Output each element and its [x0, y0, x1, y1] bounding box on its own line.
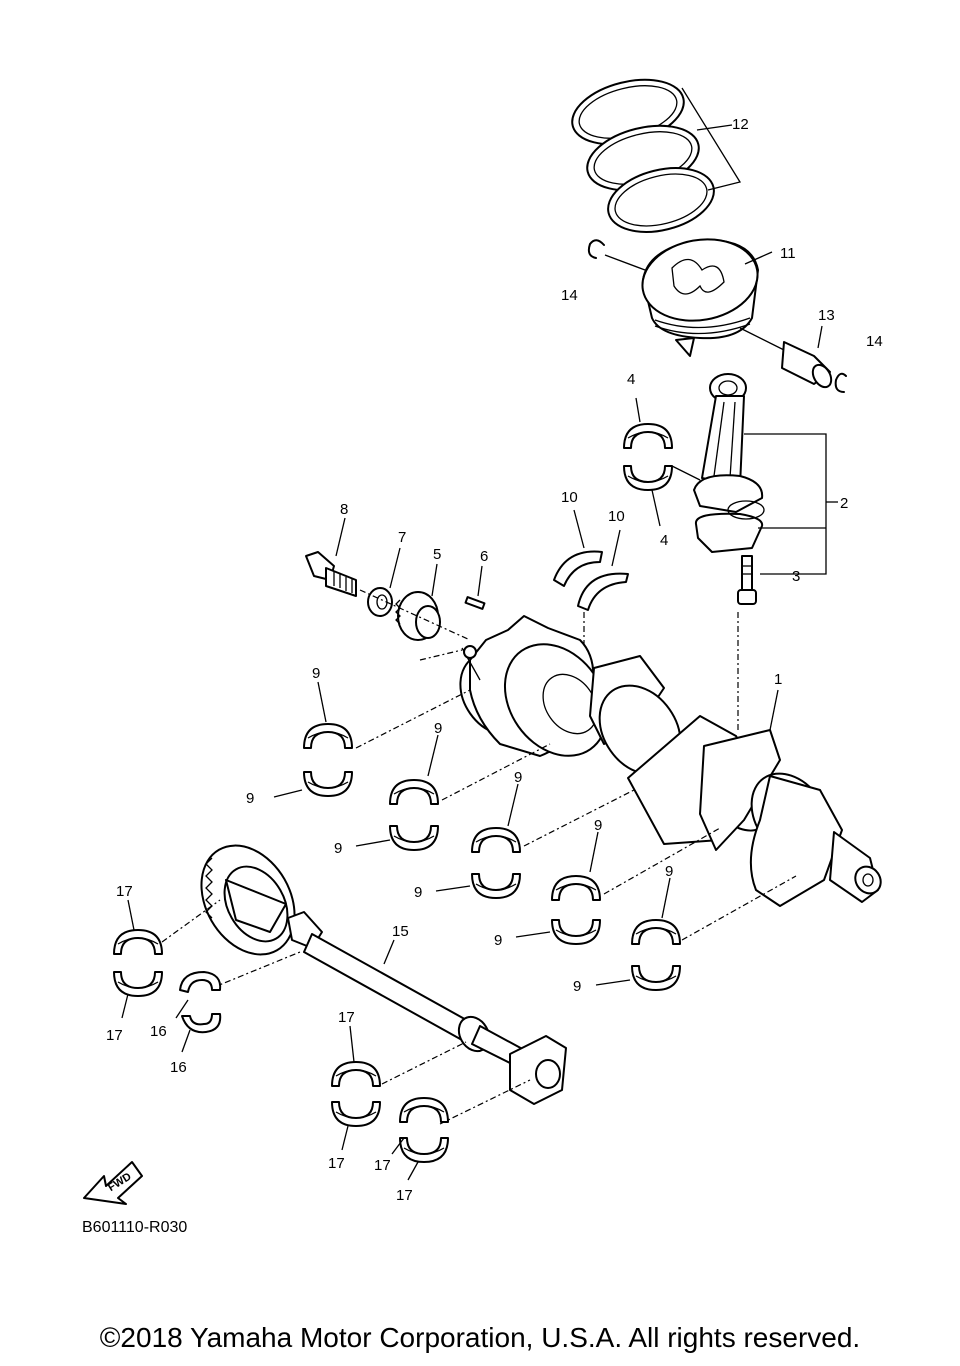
- callout-9-06: 9: [414, 884, 422, 901]
- circlip-left[interactable]: [587, 239, 605, 259]
- callout-15: 15: [392, 923, 409, 940]
- main-bearing-4-upper[interactable]: [551, 875, 601, 901]
- forward-arrow-icon: FWD: [83, 1161, 143, 1205]
- callout-17-3: 17: [338, 1009, 355, 1026]
- crankshaft[interactable]: [445, 615, 886, 907]
- main-bearing-2-upper[interactable]: [389, 779, 439, 805]
- main-bearing-3-upper[interactable]: [471, 827, 521, 853]
- callout-9-04: 9: [334, 840, 342, 857]
- balancer-bearing-3-lower[interactable]: [399, 1137, 449, 1163]
- callout-14a: 14: [561, 287, 578, 304]
- balancer-bearing-1-lower[interactable]: [113, 971, 163, 997]
- balancer-thrust-washer-upper[interactable]: [179, 971, 222, 993]
- balancer-bearing-3-upper[interactable]: [399, 1097, 449, 1123]
- callout-13: 13: [818, 307, 835, 324]
- callout-6: 6: [480, 548, 488, 565]
- conrod-bolt[interactable]: [737, 555, 757, 605]
- callout-2: 2: [840, 495, 848, 512]
- bigend-bearing-upper[interactable]: [623, 423, 673, 449]
- callout-7: 7: [398, 529, 406, 546]
- callout-12: 12: [732, 116, 749, 133]
- main-bearing-3-lower[interactable]: [471, 873, 521, 899]
- callout-17-1: 17: [116, 883, 133, 900]
- diagram-reference-id: B601110-R030: [82, 1219, 188, 1236]
- callout-9-01: 9: [312, 665, 320, 682]
- piston-pin[interactable]: [781, 341, 835, 390]
- balancer-bearing-1-upper[interactable]: [113, 929, 163, 955]
- callout-9-09: 9: [665, 863, 673, 880]
- piston-ring-set[interactable]: [565, 69, 720, 242]
- balancer-bearing-2-lower[interactable]: [331, 1101, 381, 1127]
- callout-11: 11: [780, 245, 796, 262]
- callout-1: 1: [774, 671, 782, 688]
- callout-4a: 4: [627, 371, 635, 388]
- main-bearing-5-lower[interactable]: [631, 965, 681, 991]
- callout-9-07: 9: [594, 817, 602, 834]
- washer[interactable]: [367, 587, 393, 617]
- main-bearing-1-upper[interactable]: [303, 723, 353, 749]
- callout-10b: 10: [608, 508, 625, 525]
- callout-17-4: 17: [328, 1155, 345, 1172]
- balancer-shaft[interactable]: [183, 829, 567, 1105]
- primary-drive-gear[interactable]: [395, 591, 441, 641]
- main-bearing-1-lower[interactable]: [303, 771, 353, 797]
- callout-14b: 14: [866, 333, 883, 350]
- callout-17-6: 17: [396, 1187, 413, 1204]
- main-bearing-4-lower[interactable]: [551, 919, 601, 945]
- main-bearing-5-upper[interactable]: [631, 919, 681, 945]
- balancer-thrust-washer-lower[interactable]: [181, 1013, 222, 1034]
- piston[interactable]: [636, 231, 764, 357]
- thrust-bearing-upper[interactable]: [553, 550, 603, 587]
- crank-end-bolt[interactable]: [305, 551, 357, 597]
- callout-3: 3: [792, 568, 800, 585]
- connecting-rod[interactable]: [693, 373, 765, 553]
- thrust-bearing-lower[interactable]: [577, 572, 629, 611]
- callout-9-02: 9: [246, 790, 254, 807]
- callout-8: 8: [340, 501, 348, 518]
- balancer-bearing-2-upper[interactable]: [331, 1061, 381, 1087]
- callout-17-5: 17: [374, 1157, 391, 1174]
- bigend-bearing-lower[interactable]: [623, 465, 673, 491]
- callout-4b: 4: [660, 532, 668, 549]
- callout-9-08: 9: [494, 932, 502, 949]
- circlip-right[interactable]: [834, 372, 847, 393]
- main-bearing-2-lower[interactable]: [389, 825, 439, 851]
- callout-9-05: 9: [514, 769, 522, 786]
- callout-labels: 1 2 3 4 4 5 6 7 8 9 9 9 9 9 9 9 9 9 9 10…: [106, 116, 883, 1204]
- callout-17-2: 17: [106, 1027, 123, 1044]
- callout-5: 5: [433, 546, 441, 563]
- callout-9-03: 9: [434, 720, 442, 737]
- callout-9-10: 9: [573, 978, 581, 995]
- callout-10a: 10: [561, 489, 578, 506]
- callout-16b: 16: [170, 1059, 187, 1076]
- callout-16a: 16: [150, 1023, 167, 1040]
- copyright-notice: ©2018 Yamaha Motor Corporation, U.S.A. A…: [99, 1322, 861, 1353]
- woodruff-key[interactable]: [464, 596, 486, 610]
